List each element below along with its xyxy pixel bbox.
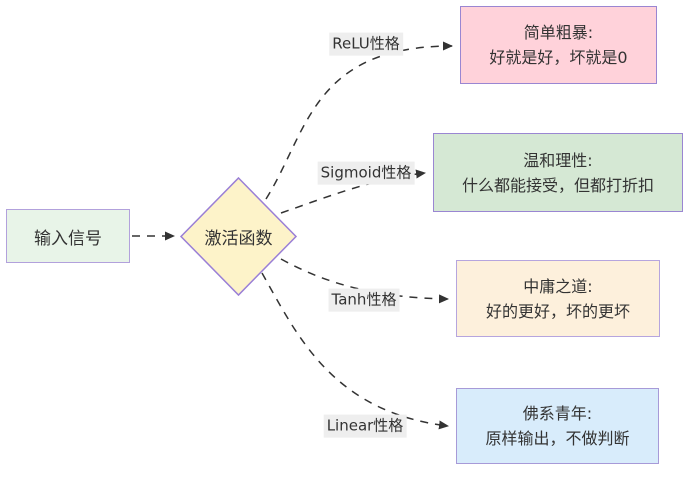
- relu-result-desc: 好就是好，坏就是0: [489, 48, 628, 67]
- edge-activation-to-sigmoid: [280, 169, 426, 214]
- sigmoid-result-desc: 什么都能接受，但都打折扣: [461, 175, 654, 195]
- input-signal-node: 输入信号: [6, 209, 130, 263]
- edge-label-tanh: Tanh性格: [328, 288, 400, 312]
- linear-result-title: 佛系青年:: [522, 404, 593, 423]
- relu-result-node: 简单粗暴: 好就是好，坏就是0: [460, 6, 657, 84]
- tanh-result-desc: 好的更好，坏的更坏: [485, 301, 630, 321]
- input-signal-label: 输入信号: [34, 228, 102, 249]
- tanh-result-title: 中庸之道:: [523, 276, 593, 296]
- relu-result-title: 简单粗暴:: [523, 23, 594, 42]
- edge-label-linear: Linear性格: [323, 414, 407, 438]
- linear-result-desc: 原样输出，不做判断: [485, 429, 630, 448]
- sigmoid-result-node: 温和理性: 什么都能接受，但都打折扣: [433, 133, 683, 212]
- tanh-result-node: 中庸之道: 好的更好，坏的更坏: [456, 260, 660, 337]
- sigmoid-result-title: 温和理性:: [523, 150, 593, 170]
- edge-activation-to-linear: [261, 272, 449, 430]
- activation-diamond-shape: [179, 176, 298, 297]
- edge-label-sigmoid: Sigmoid性格: [317, 161, 415, 185]
- edge-activation-to-relu: [265, 41, 453, 200]
- activation-node-label: 激活函数: [204, 229, 273, 249]
- linear-result-node: 佛系青年: 原样输出，不做判断: [456, 388, 659, 464]
- edge-label-relu: ReLU性格: [329, 32, 403, 56]
